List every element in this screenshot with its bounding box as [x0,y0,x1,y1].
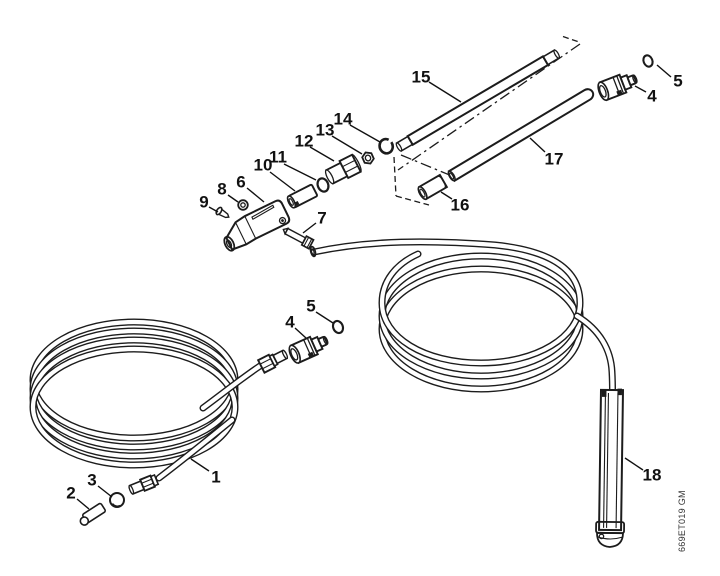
part-2-spring [79,502,106,526]
callout-9: 9 [199,193,208,212]
part-7-screw [282,227,315,250]
callout-8: 8 [217,180,226,199]
part-4-coupling-upper [595,68,641,103]
part-1-coiled-hose [29,318,264,482]
part-9-screw [215,206,230,219]
callout-3: 3 [87,471,96,490]
part-15-extension-tube [395,49,561,153]
callout-15: 15 [412,68,431,87]
part-14-snap-ring [378,137,395,155]
callout-11: 11 [269,148,287,167]
part-16-sleeve [417,173,449,201]
callout-leader-lines [76,64,672,510]
callout-2: 2 [66,484,75,503]
callout-4-left: 4 [285,313,295,332]
callout-5-right: 5 [673,72,682,91]
alignment-centerlines [393,35,581,206]
part-4-coupling-left [286,330,332,366]
part-18-suction-tube [595,388,626,548]
callout-17: 17 [545,150,564,169]
callout-12: 12 [295,132,314,151]
part-5-o-ring-left [331,319,345,335]
callout-1: 1 [211,468,220,487]
callout-4-right: 4 [647,87,657,106]
part-13-nut [361,151,375,165]
callout-13: 13 [316,121,335,140]
callout-10: 10 [254,156,273,175]
part-11-o-ring [316,177,330,193]
watermark-part-code: 669ET019 GM [677,490,687,552]
part-8-nut [237,199,249,211]
callout-18: 18 [643,466,662,485]
part-6-nozzle-body [223,199,291,252]
part-5-o-ring-upper [642,54,654,68]
hose-open-end [309,245,317,258]
part-17-extension-tube [447,88,595,183]
hose-fitting-upper [256,349,289,374]
callout-16: 16 [451,196,470,215]
callout-6: 6 [236,173,245,192]
callout-14: 14 [334,110,353,129]
callout-5-left: 5 [306,297,315,316]
part-3-ball [109,492,125,508]
part-10-nozzle-insert [286,183,318,209]
hose-fitting-lower [128,473,160,495]
right-coil-hose [309,238,616,396]
callout-7: 7 [317,209,326,228]
